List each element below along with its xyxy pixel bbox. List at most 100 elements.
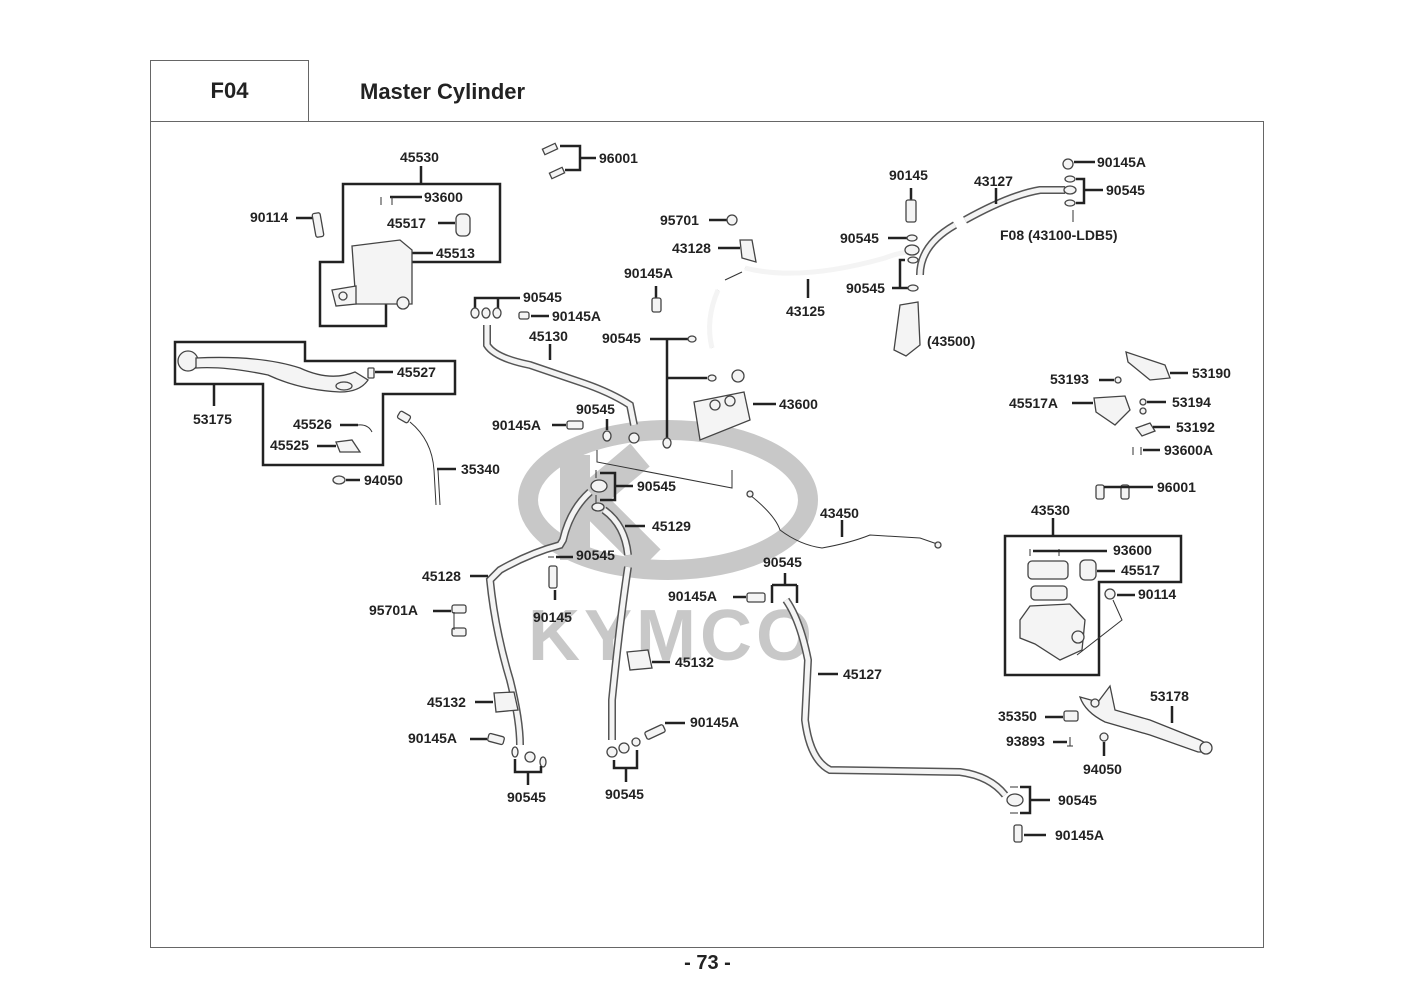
callout-45130: 45130: [529, 328, 568, 344]
callout-90545: 90545: [1106, 182, 1145, 198]
callout-90145A: 90145A: [1097, 154, 1146, 170]
callout-90545: 90545: [605, 786, 644, 802]
reservoir-assembly-group: 45530 93600 45517 45513 90114: [250, 149, 502, 328]
brake-hose-43127-lower: [917, 222, 957, 276]
page-number: - 73 -: [684, 952, 731, 974]
brake-hose-45129: [602, 507, 631, 556]
bolt-96001-group: 96001: [541, 142, 638, 180]
rear-master-cylinder-part: [893, 301, 921, 357]
callout-43127: 43127: [974, 173, 1013, 189]
callout-53175: 53175: [193, 411, 232, 427]
callout-90545: 90545: [840, 230, 879, 246]
callout-90145A: 90145A: [624, 265, 673, 281]
callout-45132: 45132: [675, 654, 714, 670]
brake-switch-35350-part: [1063, 710, 1079, 722]
callout-90114: 90114: [1138, 586, 1176, 602]
pcv-valve-43600-part: [693, 391, 751, 441]
callout-90145A: 90145A: [668, 588, 717, 604]
kymco-watermark: KYMCO: [518, 420, 818, 676]
callout-90145A: 90145A: [552, 308, 601, 324]
banjo-bolt-part: [905, 199, 917, 223]
section-code: F04: [210, 78, 249, 103]
callout-90545: 90545: [576, 547, 615, 563]
callout-95701: 95701: [660, 212, 699, 228]
callout-90545: 90545: [846, 280, 885, 296]
callout-45128: 45128: [422, 568, 461, 584]
section-code-box: [150, 60, 309, 121]
callout-45517: 45517: [387, 215, 426, 231]
callout-96001: 96001: [1157, 479, 1196, 495]
callout-F08-reference: F08 (43100-LDB5): [1000, 227, 1118, 243]
callout-45530: 45530: [400, 149, 439, 165]
callout-90145: 90145: [889, 167, 928, 183]
callout-53194: 53194: [1172, 394, 1211, 410]
callout-45129: 45129: [652, 518, 691, 534]
callout-90145: 90145: [533, 609, 572, 625]
rear-assembly-outline: [1003, 534, 1183, 677]
callout-90545: 90545: [576, 401, 615, 417]
callout-45527: 45527: [397, 364, 436, 380]
callout-95701A: 95701A: [369, 602, 418, 618]
callout-93893: 93893: [1006, 733, 1045, 749]
callout-45513: 45513: [436, 245, 475, 261]
callout-90145A: 90145A: [408, 730, 457, 746]
watermark-k-mark: [560, 443, 661, 571]
callout-45525: 45525: [270, 437, 309, 453]
callout-90145A: 90145A: [1055, 827, 1104, 843]
parking-lever-53190-part: [1125, 351, 1171, 381]
diagram-frame: [150, 121, 1264, 948]
callout-35340: 35340: [461, 461, 500, 477]
callout-43600: 43600: [779, 396, 818, 412]
callout-90545: 90545: [1058, 792, 1097, 808]
callout-35350: 35350: [998, 708, 1037, 724]
clamp-43128-part: [739, 239, 757, 263]
clamp-45132-part: [626, 649, 653, 671]
callout-43450: 43450: [820, 505, 859, 521]
bracket-45517A-part: [1093, 395, 1131, 426]
rear-master-cylinder-43530-part: [1019, 603, 1086, 661]
callout-53178: 53178: [1150, 688, 1189, 704]
cap-clamp-part: [455, 213, 471, 237]
callout-90545: 90545: [637, 478, 676, 494]
rear-master-cylinder-assembly-group: 43530 93600 45517 90114: [1003, 502, 1183, 677]
page-title: Master Cylinder: [360, 79, 526, 104]
brake-hose-43127: [963, 187, 1065, 223]
brake-hose-45130: [484, 325, 637, 426]
brake-lever-53178-part: [1078, 684, 1212, 753]
callout-53192: 53192: [1176, 419, 1215, 435]
callout-45127: 45127: [843, 666, 882, 682]
callout-93600: 93600: [1113, 542, 1152, 558]
callout-93600: 93600: [424, 189, 463, 205]
callout-90145A: 90145A: [492, 417, 541, 433]
callout-90545: 90545: [763, 554, 802, 570]
callout-45517: 45517: [1121, 562, 1160, 578]
callout-43500: (43500): [927, 333, 975, 349]
callout-45517A: 45517A: [1009, 395, 1058, 411]
callout-90114: 90114: [250, 209, 288, 225]
callout-90545: 90545: [523, 289, 562, 305]
bolt-part: [311, 212, 325, 238]
callout-53193: 53193: [1050, 371, 1089, 387]
callout-43125: 43125: [786, 303, 825, 319]
front-lever-assembly-group: 45527 53175 45526 45525: [173, 340, 457, 467]
assembly-outline: [318, 182, 502, 328]
callout-90545: 90545: [602, 330, 641, 346]
callout-94050: 94050: [1083, 761, 1122, 777]
brake-lever-53175-part: [195, 356, 369, 393]
lever-assembly-outline: [173, 340, 457, 467]
callout-93600A: 93600A: [1164, 442, 1213, 458]
callout-96001: 96001: [599, 150, 638, 166]
callout-43128: 43128: [672, 240, 711, 256]
callout-45132: 45132: [427, 694, 466, 710]
callout-53190: 53190: [1192, 365, 1231, 381]
brake-hose-45129-lower: [609, 566, 631, 740]
master-cylinder-reservoir-part: [351, 239, 413, 305]
callout-94050: 94050: [364, 472, 403, 488]
banjo-bolt-90145-part: [548, 565, 558, 589]
callout-43530: 43530: [1031, 502, 1070, 518]
watermark-text: KYMCO: [528, 596, 816, 676]
callout-90145A: 90145A: [690, 714, 739, 730]
callout-90545: 90545: [507, 789, 546, 805]
callout-45526: 45526: [293, 416, 332, 432]
